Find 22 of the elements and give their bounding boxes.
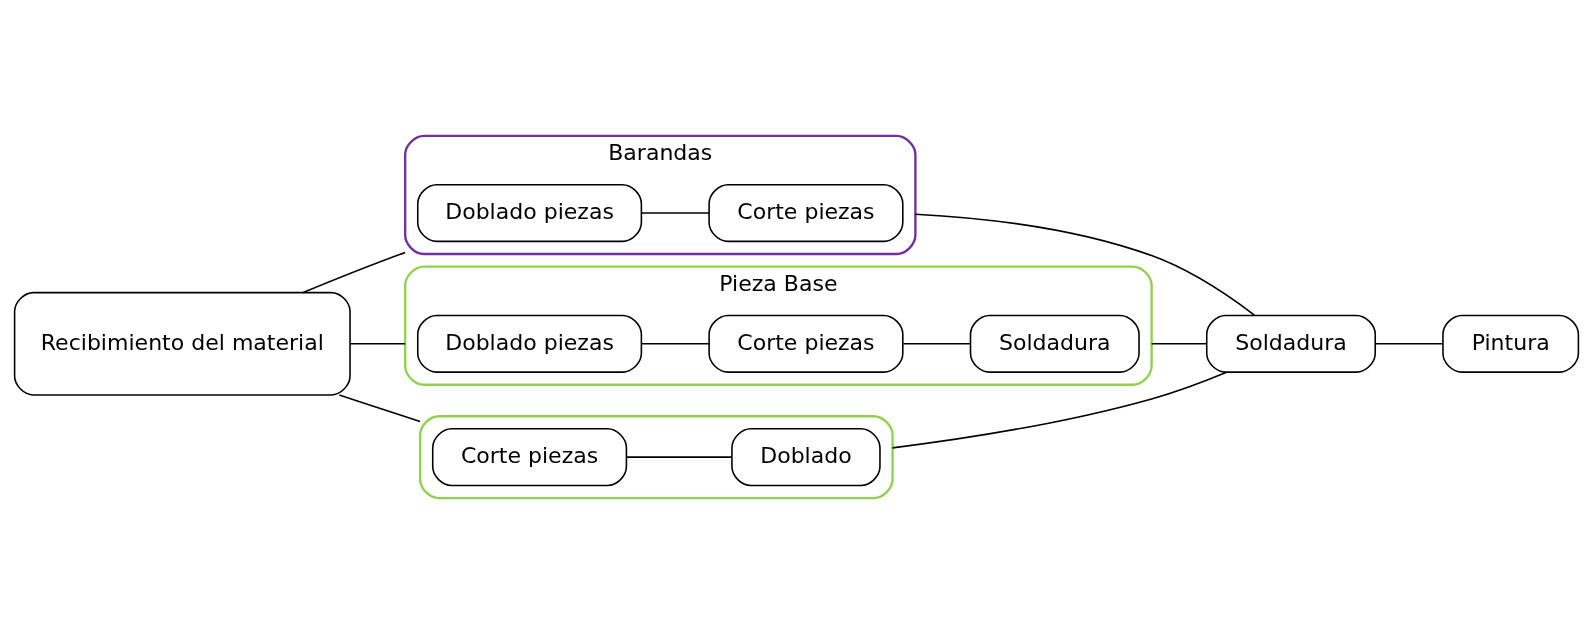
node-box: Corte piezas xyxy=(708,314,904,373)
cluster xyxy=(418,415,894,500)
connector xyxy=(640,343,710,345)
node-box: Doblado piezas xyxy=(416,183,643,243)
node-box: Doblado piezas xyxy=(416,314,643,373)
node-box: Corte piezas xyxy=(431,428,628,487)
connector xyxy=(640,212,710,214)
connector xyxy=(902,343,971,345)
connector xyxy=(1374,343,1444,345)
connector xyxy=(914,213,1256,316)
node-box: Recibimiento del material xyxy=(13,291,351,396)
connector xyxy=(891,371,1228,449)
connector xyxy=(349,343,406,345)
connector xyxy=(1150,343,1207,345)
node-box: Corte piezas xyxy=(708,183,904,243)
node-box: Soldadura xyxy=(1205,314,1377,373)
node-box: Soldadura xyxy=(969,314,1140,373)
connector xyxy=(302,251,406,294)
connector xyxy=(625,456,733,458)
node-box: Pintura xyxy=(1442,314,1580,373)
connector xyxy=(338,394,421,423)
node-box: Doblado xyxy=(731,428,881,487)
